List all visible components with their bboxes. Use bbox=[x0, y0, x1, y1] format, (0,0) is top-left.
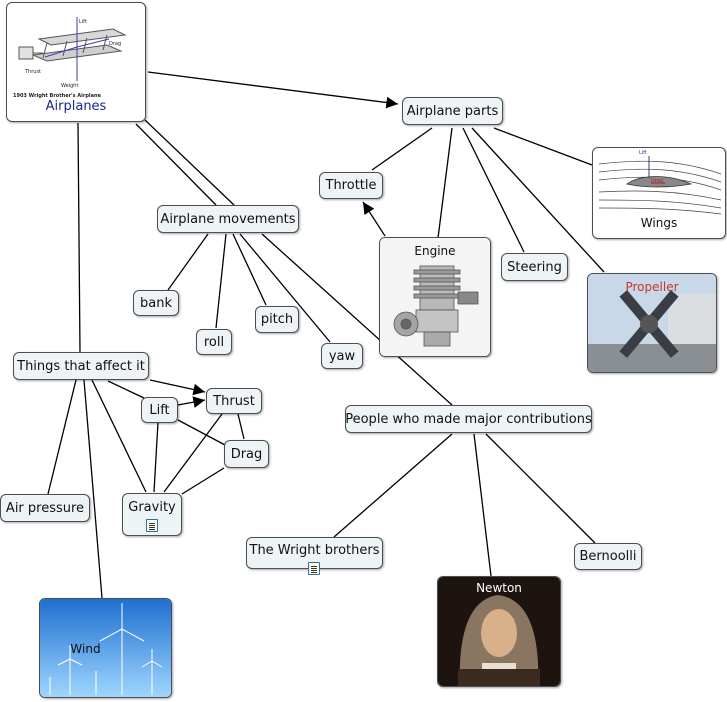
link-people-newton bbox=[473, 433, 492, 577]
steering-node[interactable]: Steering bbox=[501, 253, 568, 281]
link-things-thrust bbox=[149, 379, 206, 396]
yaw-node[interactable]: yaw bbox=[321, 343, 363, 369]
link-movements-pitch bbox=[232, 233, 267, 306]
engine-label: Engine bbox=[414, 244, 456, 258]
link-parts-propeller bbox=[471, 127, 605, 273]
link-things-air-pressure bbox=[47, 379, 77, 495]
propeller-node[interactable]: Propeller bbox=[587, 273, 717, 373]
lift-node[interactable]: Lift bbox=[141, 397, 178, 423]
link-parts-steering bbox=[462, 127, 525, 253]
bank-node[interactable]: bank bbox=[133, 290, 179, 316]
gravity-node[interactable]: Gravity bbox=[122, 493, 182, 536]
link-parts-wings bbox=[493, 127, 593, 166]
link-airplanes-movements-b bbox=[144, 119, 235, 206]
link-thrust-gravity bbox=[163, 413, 223, 493]
wing-airflow-illustration bbox=[598, 156, 722, 215]
thrust-diagram-label: Thrust bbox=[25, 69, 42, 75]
engine-illustration bbox=[380, 238, 490, 356]
bernoolli-node[interactable]: Bernoolli bbox=[574, 543, 642, 570]
wright-brothers-node[interactable]: The Wright brothers bbox=[246, 537, 383, 575]
air-pressure-node[interactable]: Air pressure bbox=[0, 494, 90, 522]
link-parts-engine bbox=[437, 127, 453, 239]
link-engine-throttle bbox=[362, 201, 386, 237]
link-parts-throttle bbox=[371, 127, 433, 171]
lift-diagram-label: Lift bbox=[79, 19, 87, 25]
wing-drag-label: Drag bbox=[651, 178, 664, 184]
link-things-lift bbox=[107, 380, 145, 399]
wright-airplane-illustration bbox=[18, 17, 127, 81]
gravity-label: Gravity bbox=[128, 500, 176, 515]
link-people-wright bbox=[333, 433, 453, 538]
airplanes-label: Airplanes bbox=[45, 99, 107, 114]
airplane-parts-node[interactable]: Airplane parts bbox=[402, 97, 503, 125]
link-movements-yaw bbox=[239, 233, 331, 343]
wing-lift-label: Lift bbox=[639, 150, 647, 156]
throttle-node[interactable]: Throttle bbox=[319, 172, 383, 199]
link-drag-gravity bbox=[181, 467, 225, 495]
roll-node[interactable]: roll bbox=[196, 329, 232, 355]
link-things-gravity bbox=[91, 379, 147, 493]
wings-label: Wings bbox=[640, 216, 678, 230]
link-movements-roll bbox=[215, 233, 227, 329]
link-movements-people bbox=[261, 233, 453, 406]
link-lift-gravity bbox=[153, 421, 159, 493]
wright-brothers-label: The Wright brothers bbox=[249, 543, 380, 558]
link-movements-bank bbox=[167, 233, 209, 291]
thrust-node[interactable]: Thrust bbox=[206, 388, 262, 414]
link-lift-thrust bbox=[177, 396, 206, 408]
document-icon[interactable] bbox=[146, 519, 158, 532]
link-airplanes-parts bbox=[147, 71, 399, 109]
document-icon[interactable] bbox=[308, 562, 320, 575]
link-things-wind bbox=[83, 379, 103, 599]
airplanes-node[interactable]: Lift Drag Thrust Weight 1903 Wright Brot… bbox=[6, 2, 146, 122]
wind-label: Wind bbox=[70, 642, 101, 656]
newton-label: Newton bbox=[476, 581, 522, 595]
link-lift-drag bbox=[177, 419, 226, 446]
newton-portrait-illustration bbox=[438, 577, 560, 686]
wind-node[interactable]: Wind bbox=[39, 598, 172, 698]
airplane-caption: 1903 Wright Brother's Airplane bbox=[13, 93, 101, 99]
engine-node[interactable]: Engine bbox=[379, 237, 491, 357]
people-node[interactable]: People who made major contributions bbox=[345, 405, 592, 433]
drag-diagram-label: Drag bbox=[109, 41, 122, 47]
link-people-bernoolli bbox=[485, 433, 596, 544]
propeller-label: Propeller bbox=[625, 280, 679, 294]
wings-node[interactable]: Lift Drag Wings bbox=[592, 147, 726, 239]
pitch-node[interactable]: pitch bbox=[255, 306, 299, 333]
newton-node[interactable]: Newton bbox=[437, 576, 561, 687]
link-thrust-drag bbox=[237, 413, 245, 440]
airplane-movements-node[interactable]: Airplane movements bbox=[157, 205, 299, 233]
link-airplanes-movements-a bbox=[135, 123, 217, 206]
wind-turbines-illustration bbox=[40, 599, 171, 697]
weight-diagram-label: Weight bbox=[61, 83, 79, 89]
things-affect-node[interactable]: Things that affect it bbox=[13, 352, 149, 380]
link-airplanes-things bbox=[77, 122, 81, 353]
propeller-photo-illustration bbox=[588, 274, 716, 372]
drag-node[interactable]: Drag bbox=[224, 440, 269, 468]
